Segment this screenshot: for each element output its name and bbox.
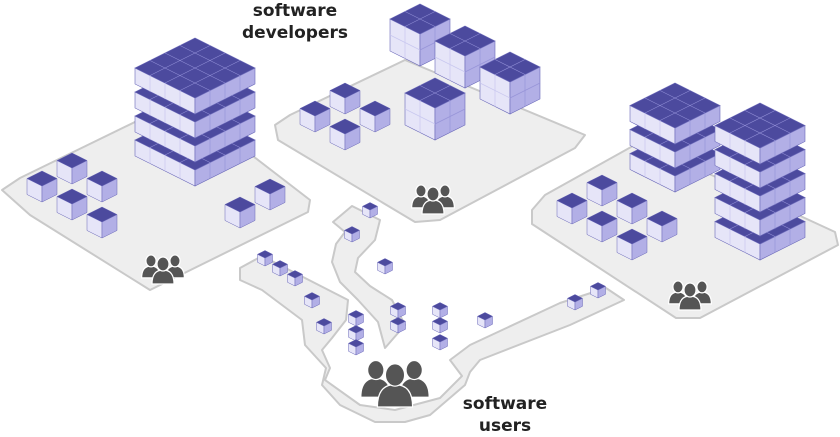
cube-icon <box>376 258 394 275</box>
people-group-icon <box>668 280 712 311</box>
people-group-icon <box>411 184 455 215</box>
people-group-icon <box>141 254 185 285</box>
cube-icon <box>616 228 648 261</box>
cube-icon <box>616 192 648 225</box>
cube-icon <box>271 260 289 277</box>
server-tower-right-1-layer <box>629 82 721 145</box>
cube-icon <box>286 270 304 287</box>
cube-icon <box>359 100 391 133</box>
cube-icon <box>556 192 588 225</box>
cube-icon <box>303 292 321 309</box>
cube-icon <box>347 339 365 356</box>
cube-icon <box>389 317 407 334</box>
people-groups <box>141 184 712 408</box>
server-tower-left-layer <box>134 37 256 115</box>
cube-icon <box>347 325 365 342</box>
software-modules <box>26 3 806 356</box>
cube-icon <box>431 317 449 334</box>
path-left-hub <box>239 255 625 423</box>
block-top-3 <box>479 51 541 115</box>
cube-icon <box>476 312 494 329</box>
cube-icon <box>254 178 286 211</box>
developers-label: software developers <box>225 0 365 44</box>
cube-icon <box>431 334 449 351</box>
cube-icon <box>86 170 118 203</box>
server-tower-right-2 <box>714 102 806 261</box>
cube-icon <box>329 118 361 151</box>
users-label-line1: software <box>462 394 548 414</box>
cube-icon <box>343 226 361 243</box>
server-tower-right-2-layer <box>714 102 806 165</box>
users-label-line2: users <box>478 416 532 436</box>
developer-platforms <box>1 59 839 319</box>
block-top-4 <box>404 77 466 141</box>
cube-icon <box>26 170 58 203</box>
cube-icon <box>361 202 379 219</box>
cube-icon <box>646 210 678 243</box>
cube-icon <box>589 282 607 299</box>
cube-icon <box>586 210 618 243</box>
cube-icon <box>86 206 118 239</box>
cube-icon <box>299 100 331 133</box>
cube-icon <box>329 82 361 115</box>
cube-icon <box>56 152 88 185</box>
cube-icon <box>566 294 584 311</box>
cube-icon <box>56 188 88 221</box>
developers-label-line2: developers <box>241 23 349 43</box>
cube-icon <box>586 174 618 207</box>
developers-label-line1: software <box>252 1 338 21</box>
cube-icon <box>347 310 365 327</box>
cube-icon <box>389 302 407 319</box>
server-tower-left <box>134 37 256 187</box>
users-label: software users <box>440 393 570 437</box>
cube-icon <box>315 318 333 335</box>
server-tower-right-1 <box>629 82 721 193</box>
people-group-icon <box>360 359 430 408</box>
cube-icon <box>256 250 274 267</box>
cube-icon <box>431 302 449 319</box>
cube-icon <box>224 196 256 229</box>
